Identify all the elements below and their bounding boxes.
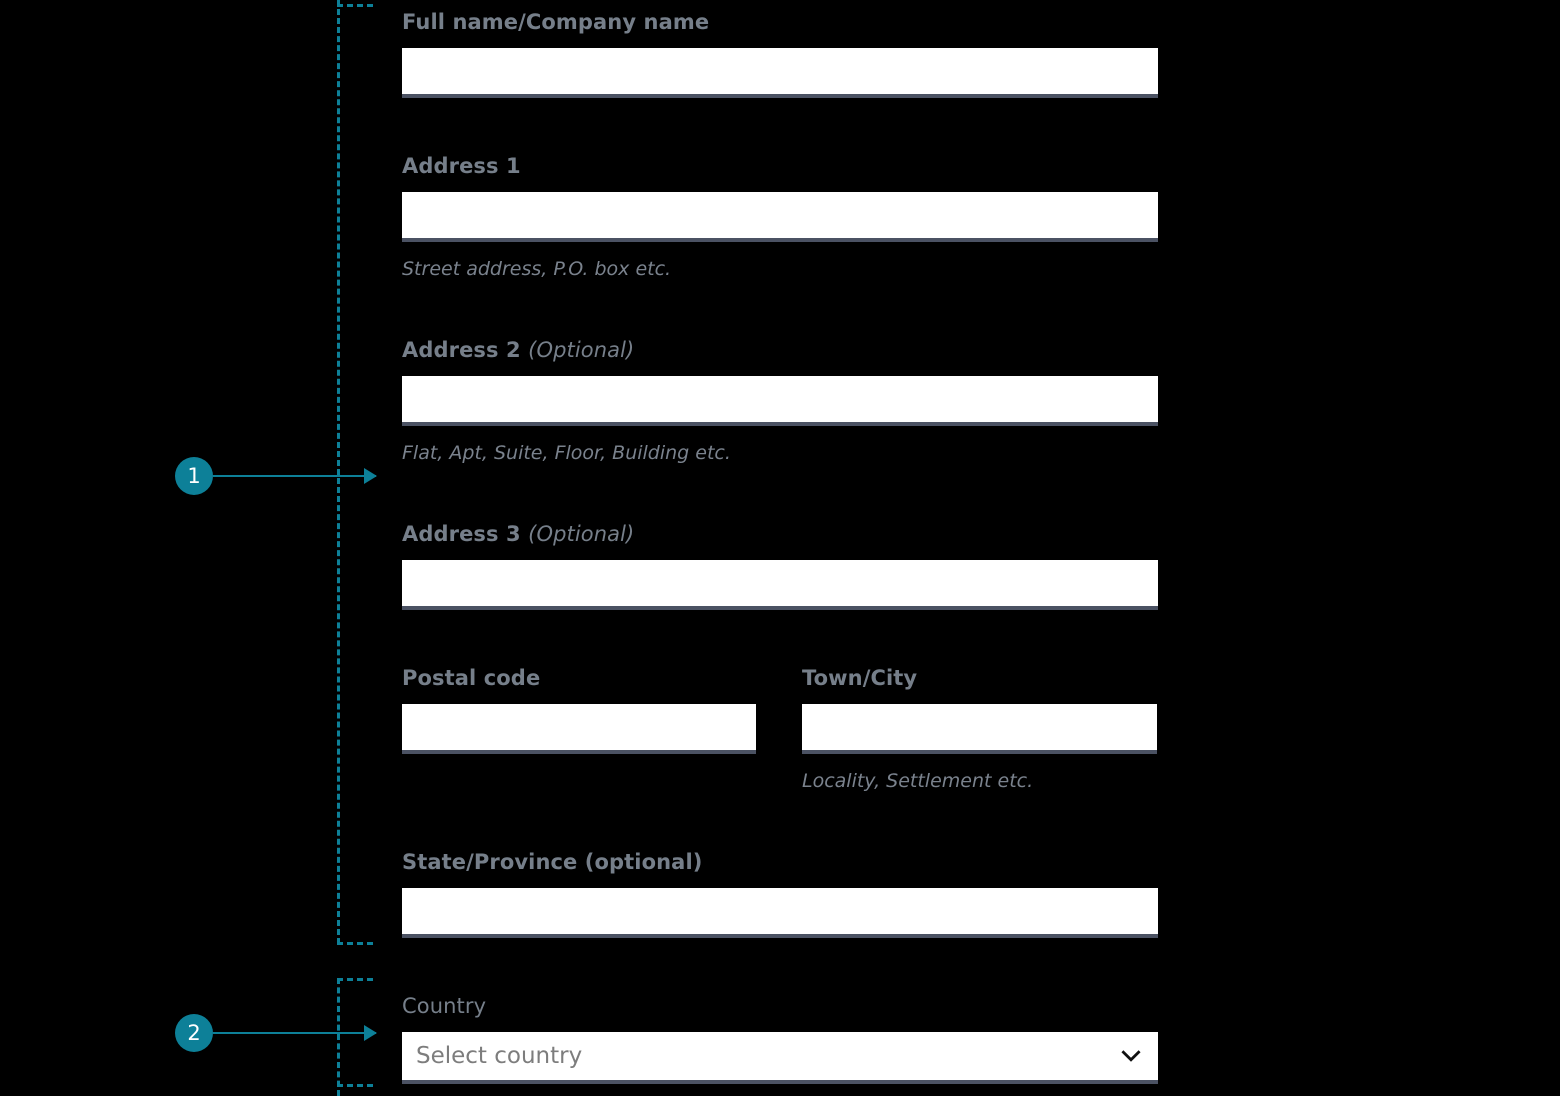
field-address-3-label: Address 3 (Optional) <box>402 522 1158 547</box>
callout-1-badge: 1 <box>175 457 213 495</box>
address-3-input[interactable] <box>402 560 1158 611</box>
callout-marker-2: 2 <box>175 1014 376 1052</box>
field-address-3-label-text: Address 3 <box>402 522 521 546</box>
field-postal-code-label-text: Postal code <box>402 666 541 690</box>
country-select-wrapper: Select country <box>402 1032 1158 1085</box>
callout-1-region-bracket <box>337 0 340 944</box>
full-name-input[interactable] <box>402 48 1158 99</box>
callout-2-region-bottom-stub <box>337 1084 373 1087</box>
field-full-name: Full name/Company name <box>402 10 1158 99</box>
callout-1-region-top-stub <box>337 4 373 7</box>
callout-2-region-bracket <box>337 978 340 1096</box>
field-town-city-label: Town/City <box>802 666 1157 691</box>
country-select-placeholder: Select country <box>416 1043 583 1070</box>
callout-2-number: 2 <box>187 1020 201 1045</box>
callout-marker-1: 1 <box>175 457 376 495</box>
address-1-input[interactable] <box>402 192 1158 243</box>
field-town-city-label-text: Town/City <box>802 666 918 690</box>
field-address-3-optional-tag: (Optional) <box>528 522 635 546</box>
field-address-2: Address 2 (Optional) Flat, Apt, Suite, F… <box>402 338 1158 465</box>
country-select[interactable]: Select country <box>402 1032 1158 1085</box>
callout-2-region-top-stub <box>337 978 373 981</box>
field-address-1-label-text: Address 1 <box>402 154 521 178</box>
field-state-province-label-text: State/Province (optional) <box>402 850 703 874</box>
field-state-province-label: State/Province (optional) <box>402 850 1158 875</box>
field-country-label: Country <box>402 994 1158 1019</box>
field-country: Country Select country <box>402 994 1158 1085</box>
field-country-label-text: Country <box>402 994 487 1018</box>
field-town-city-hint: Locality, Settlement etc. <box>802 770 1034 793</box>
town-city-input[interactable] <box>802 704 1157 755</box>
field-address-2-label: Address 2 (Optional) <box>402 338 1158 363</box>
field-address-2-hint: Flat, Apt, Suite, Floor, Building etc. <box>402 442 731 465</box>
callout-1-number: 1 <box>187 463 201 488</box>
callout-1-region-bottom-stub <box>337 942 373 945</box>
state-province-input[interactable] <box>402 888 1158 939</box>
chevron-down-icon <box>1121 1050 1141 1062</box>
field-address-1: Address 1 Street address, P.O. box etc. <box>402 154 1158 281</box>
field-full-name-label: Full name/Company name <box>402 10 1158 35</box>
callout-2-badge: 2 <box>175 1014 213 1052</box>
address-2-input[interactable] <box>402 376 1158 427</box>
field-address-1-label: Address 1 <box>402 154 1158 179</box>
postal-code-input[interactable] <box>402 704 756 755</box>
field-address-2-optional-tag: (Optional) <box>528 338 635 362</box>
field-address-1-hint: Street address, P.O. box etc. <box>402 258 672 281</box>
field-full-name-label-text: Full name/Company name <box>402 10 710 34</box>
field-postal-code-label: Postal code <box>402 666 756 691</box>
field-town-city: Town/City Locality, Settlement etc. <box>802 666 1157 793</box>
field-row-postal-town: Postal code Town/City Locality, Settleme… <box>402 666 1158 793</box>
field-address-3: Address 3 (Optional) <box>402 522 1158 611</box>
field-address-2-label-text: Address 2 <box>402 338 521 362</box>
field-state-province: State/Province (optional) <box>402 850 1158 939</box>
callout-1-arrow-icon <box>213 475 376 477</box>
field-postal-code: Postal code <box>402 666 756 793</box>
callout-2-arrow-icon <box>213 1032 376 1034</box>
